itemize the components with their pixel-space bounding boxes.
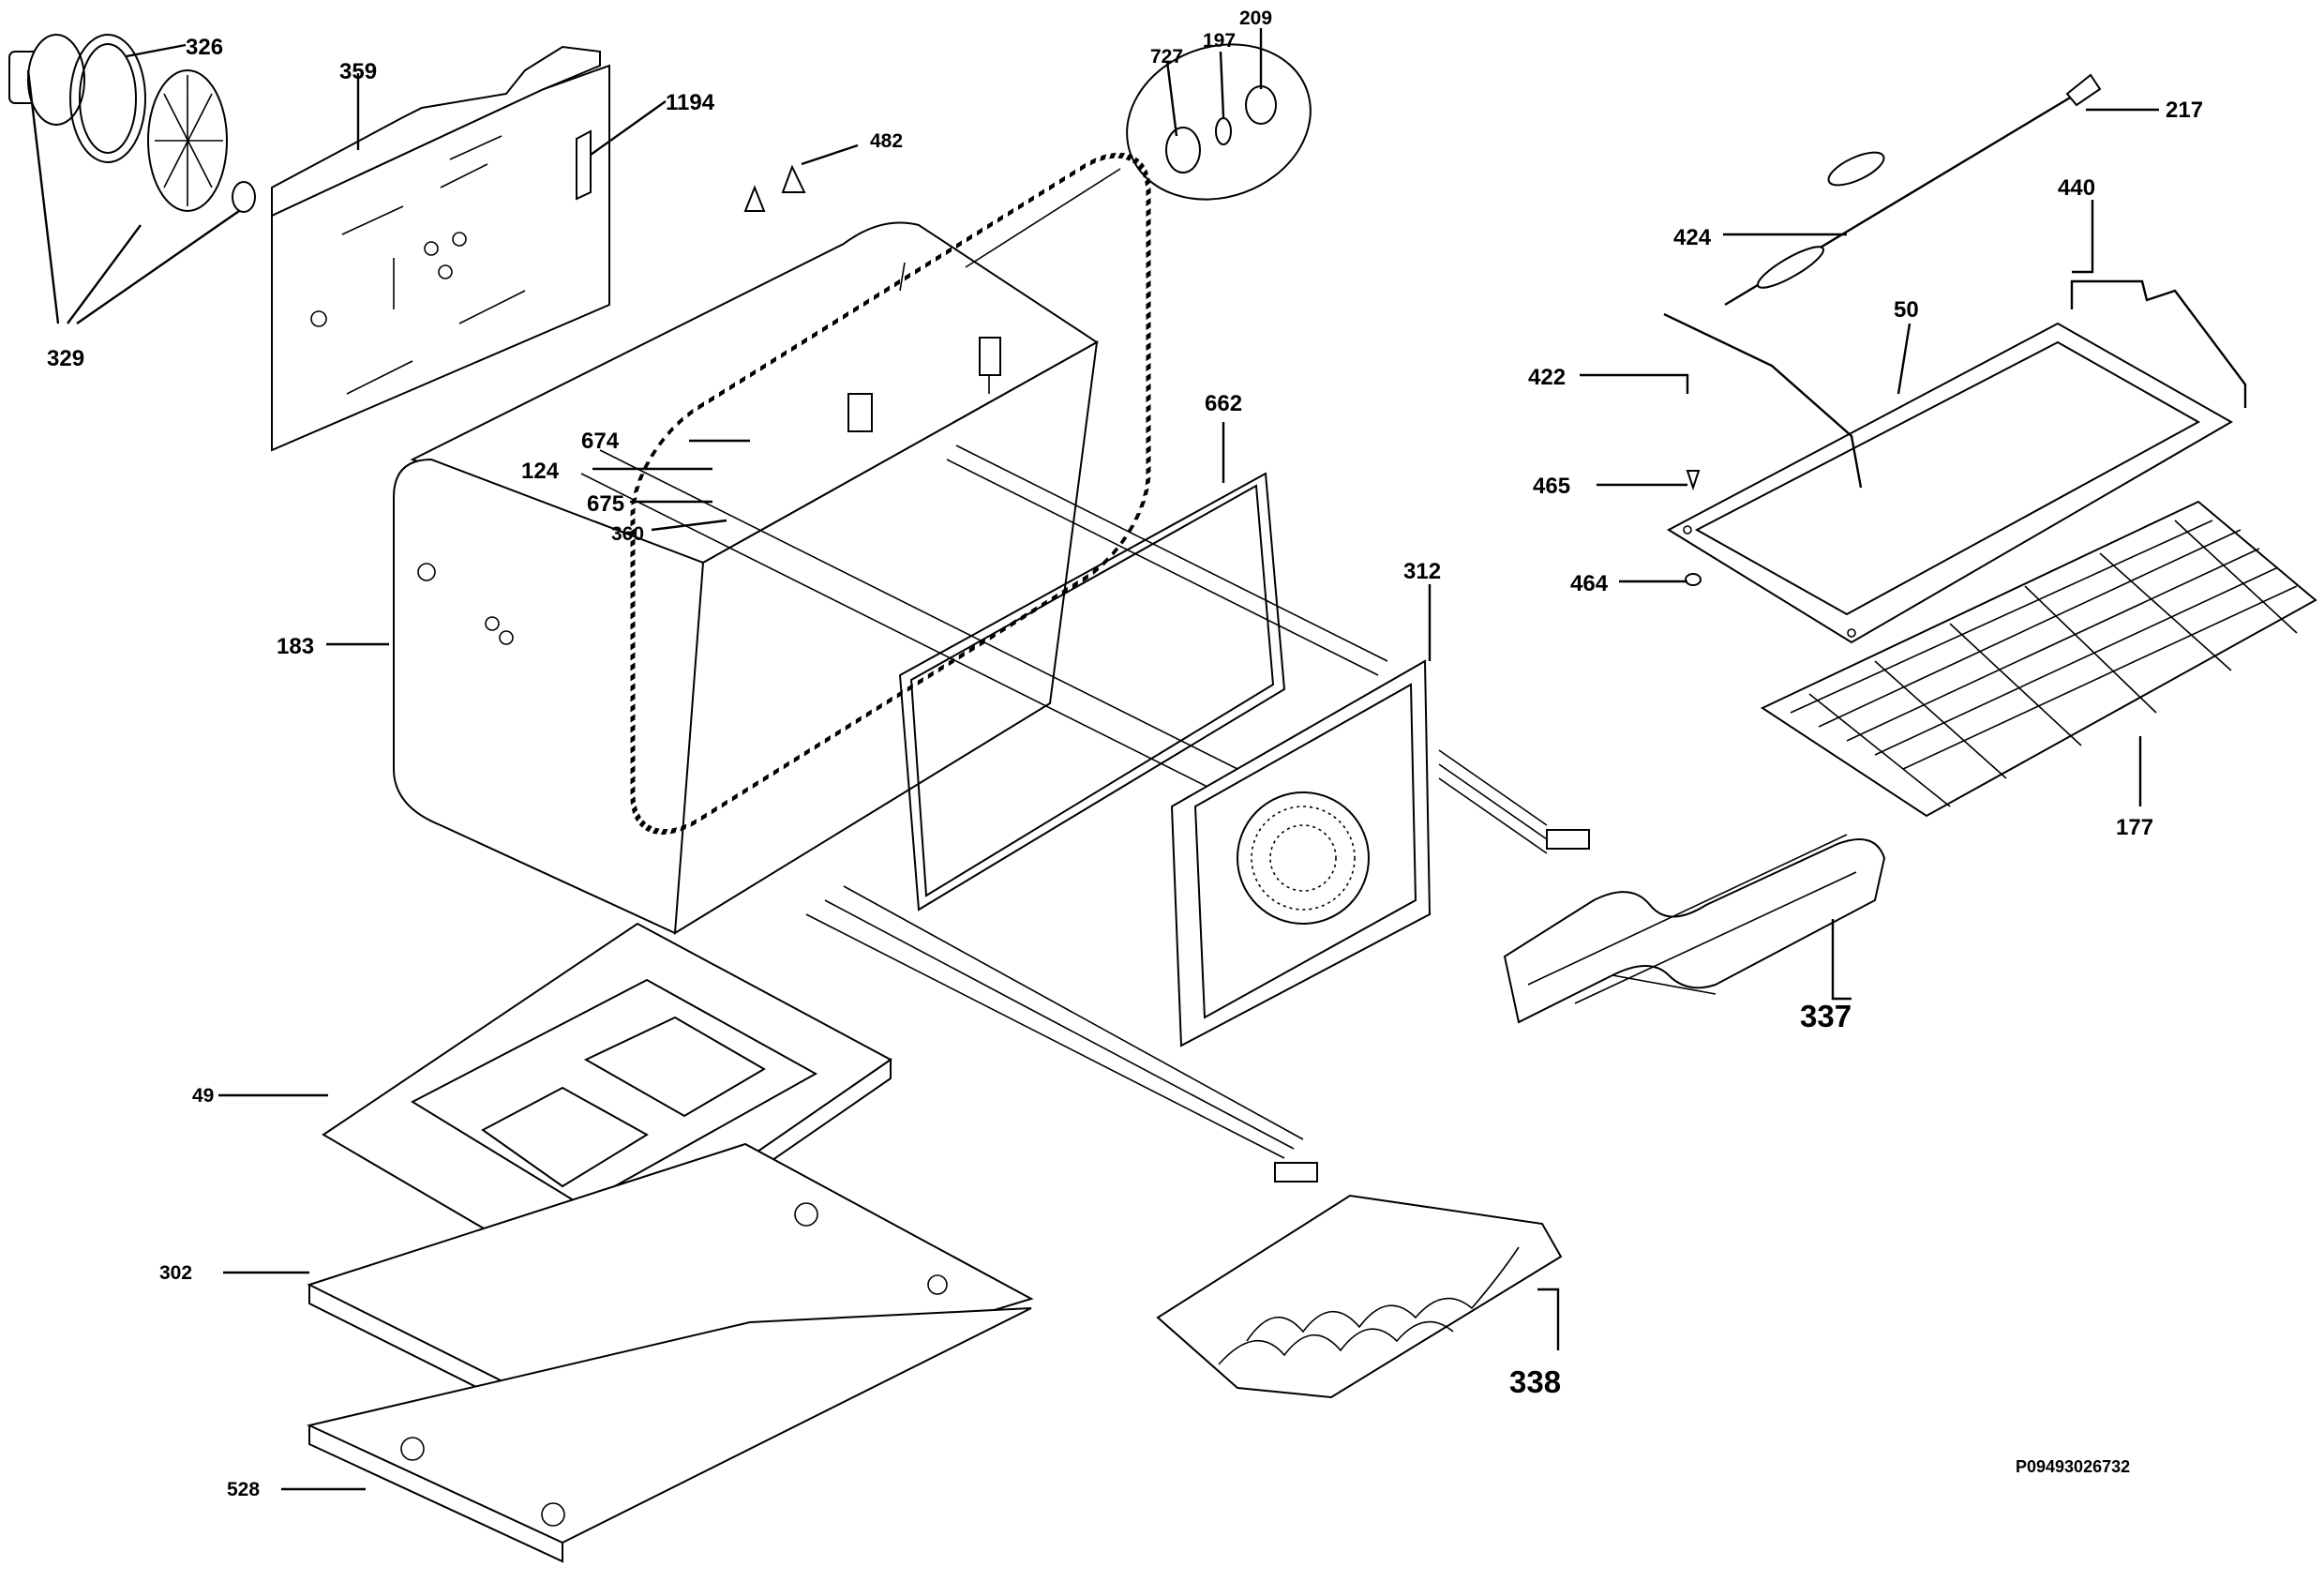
drawing-code: P09493026732 [2016, 1457, 2130, 1476]
label-422: 422 [1528, 365, 1566, 390]
label-528: 528 [227, 1479, 260, 1500]
label-209: 209 [1239, 8, 1272, 29]
label-124: 124 [521, 459, 560, 484]
fan-motor-assembly [8, 34, 256, 213]
label-424: 424 [1673, 225, 1712, 250]
upper-heating-element [1503, 829, 1886, 1024]
label-217: 217 [2166, 98, 2203, 123]
base-plate [306, 1307, 1032, 1563]
baking-tray [1666, 322, 2234, 644]
back-panel [271, 45, 610, 452]
lower-heating-element [1156, 1162, 1563, 1399]
label-338: 338 [1509, 1364, 1561, 1399]
screws [1685, 470, 1702, 586]
wire-shelf [1760, 500, 2317, 818]
label-183: 183 [277, 634, 314, 659]
label-329: 329 [47, 346, 84, 371]
label-464: 464 [1570, 571, 1609, 596]
label-50: 50 [1894, 297, 1919, 323]
label-662: 662 [1205, 391, 1242, 416]
label-337: 337 [1800, 999, 1852, 1033]
label-326: 326 [186, 35, 223, 60]
label-359: 359 [339, 59, 377, 84]
fan-cover [1170, 659, 1432, 1047]
label-440: 440 [2058, 175, 2095, 201]
label-312: 312 [1403, 559, 1441, 584]
part-labels: 326 359 1194 727 197 209 482 217 440 424… [47, 8, 2203, 1500]
label-360: 360 [611, 523, 644, 545]
label-727: 727 [1150, 46, 1183, 68]
label-482: 482 [870, 130, 903, 152]
leader-lines [26, 28, 2159, 1491]
label-465: 465 [1533, 474, 1570, 499]
label-197: 197 [1203, 30, 1236, 52]
guide-lines [805, 168, 1548, 1159]
label-1194: 1194 [666, 90, 715, 115]
meat-probe [1724, 73, 2102, 307]
label-674: 674 [581, 429, 620, 454]
label-675: 675 [587, 491, 624, 517]
small-brackets [576, 129, 806, 212]
knob-group [1126, 43, 1312, 201]
door-frame [898, 472, 1286, 912]
label-177: 177 [2116, 815, 2153, 840]
rod-422 [1663, 312, 1863, 489]
rod-440 [2070, 279, 2247, 408]
label-49: 49 [192, 1085, 214, 1107]
label-302: 302 [159, 1262, 192, 1284]
oven-cavity [393, 152, 1295, 935]
